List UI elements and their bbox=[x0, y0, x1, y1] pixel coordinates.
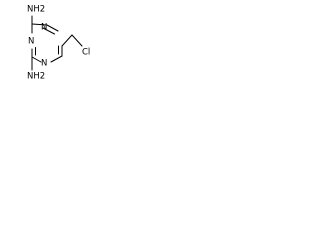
structure-diagram: NH2 N N N Cl NH2 bbox=[27, 5, 90, 82]
bond-c2-top bbox=[31, 23, 48, 26]
bond-n1-c2 bbox=[46, 24, 59, 32]
bottom-amino-label: NH2 bbox=[27, 72, 45, 82]
ring-nitrogen-top-label: N bbox=[41, 23, 47, 33]
side-chlorine-label: Cl bbox=[82, 48, 90, 58]
ring-nitrogen-bottom-label: N bbox=[41, 59, 47, 69]
bond-n5-c6 bbox=[50, 55, 63, 63]
bond-ch2-cl bbox=[71, 34, 83, 47]
top-amino-label: NH2 bbox=[27, 5, 45, 15]
bond-ring-ch2 bbox=[61, 34, 73, 47]
bond-c4-n5 bbox=[31, 56, 42, 63]
double-bond-top bbox=[42, 27, 55, 35]
ring-nitrogen-left-label: N bbox=[28, 37, 34, 47]
